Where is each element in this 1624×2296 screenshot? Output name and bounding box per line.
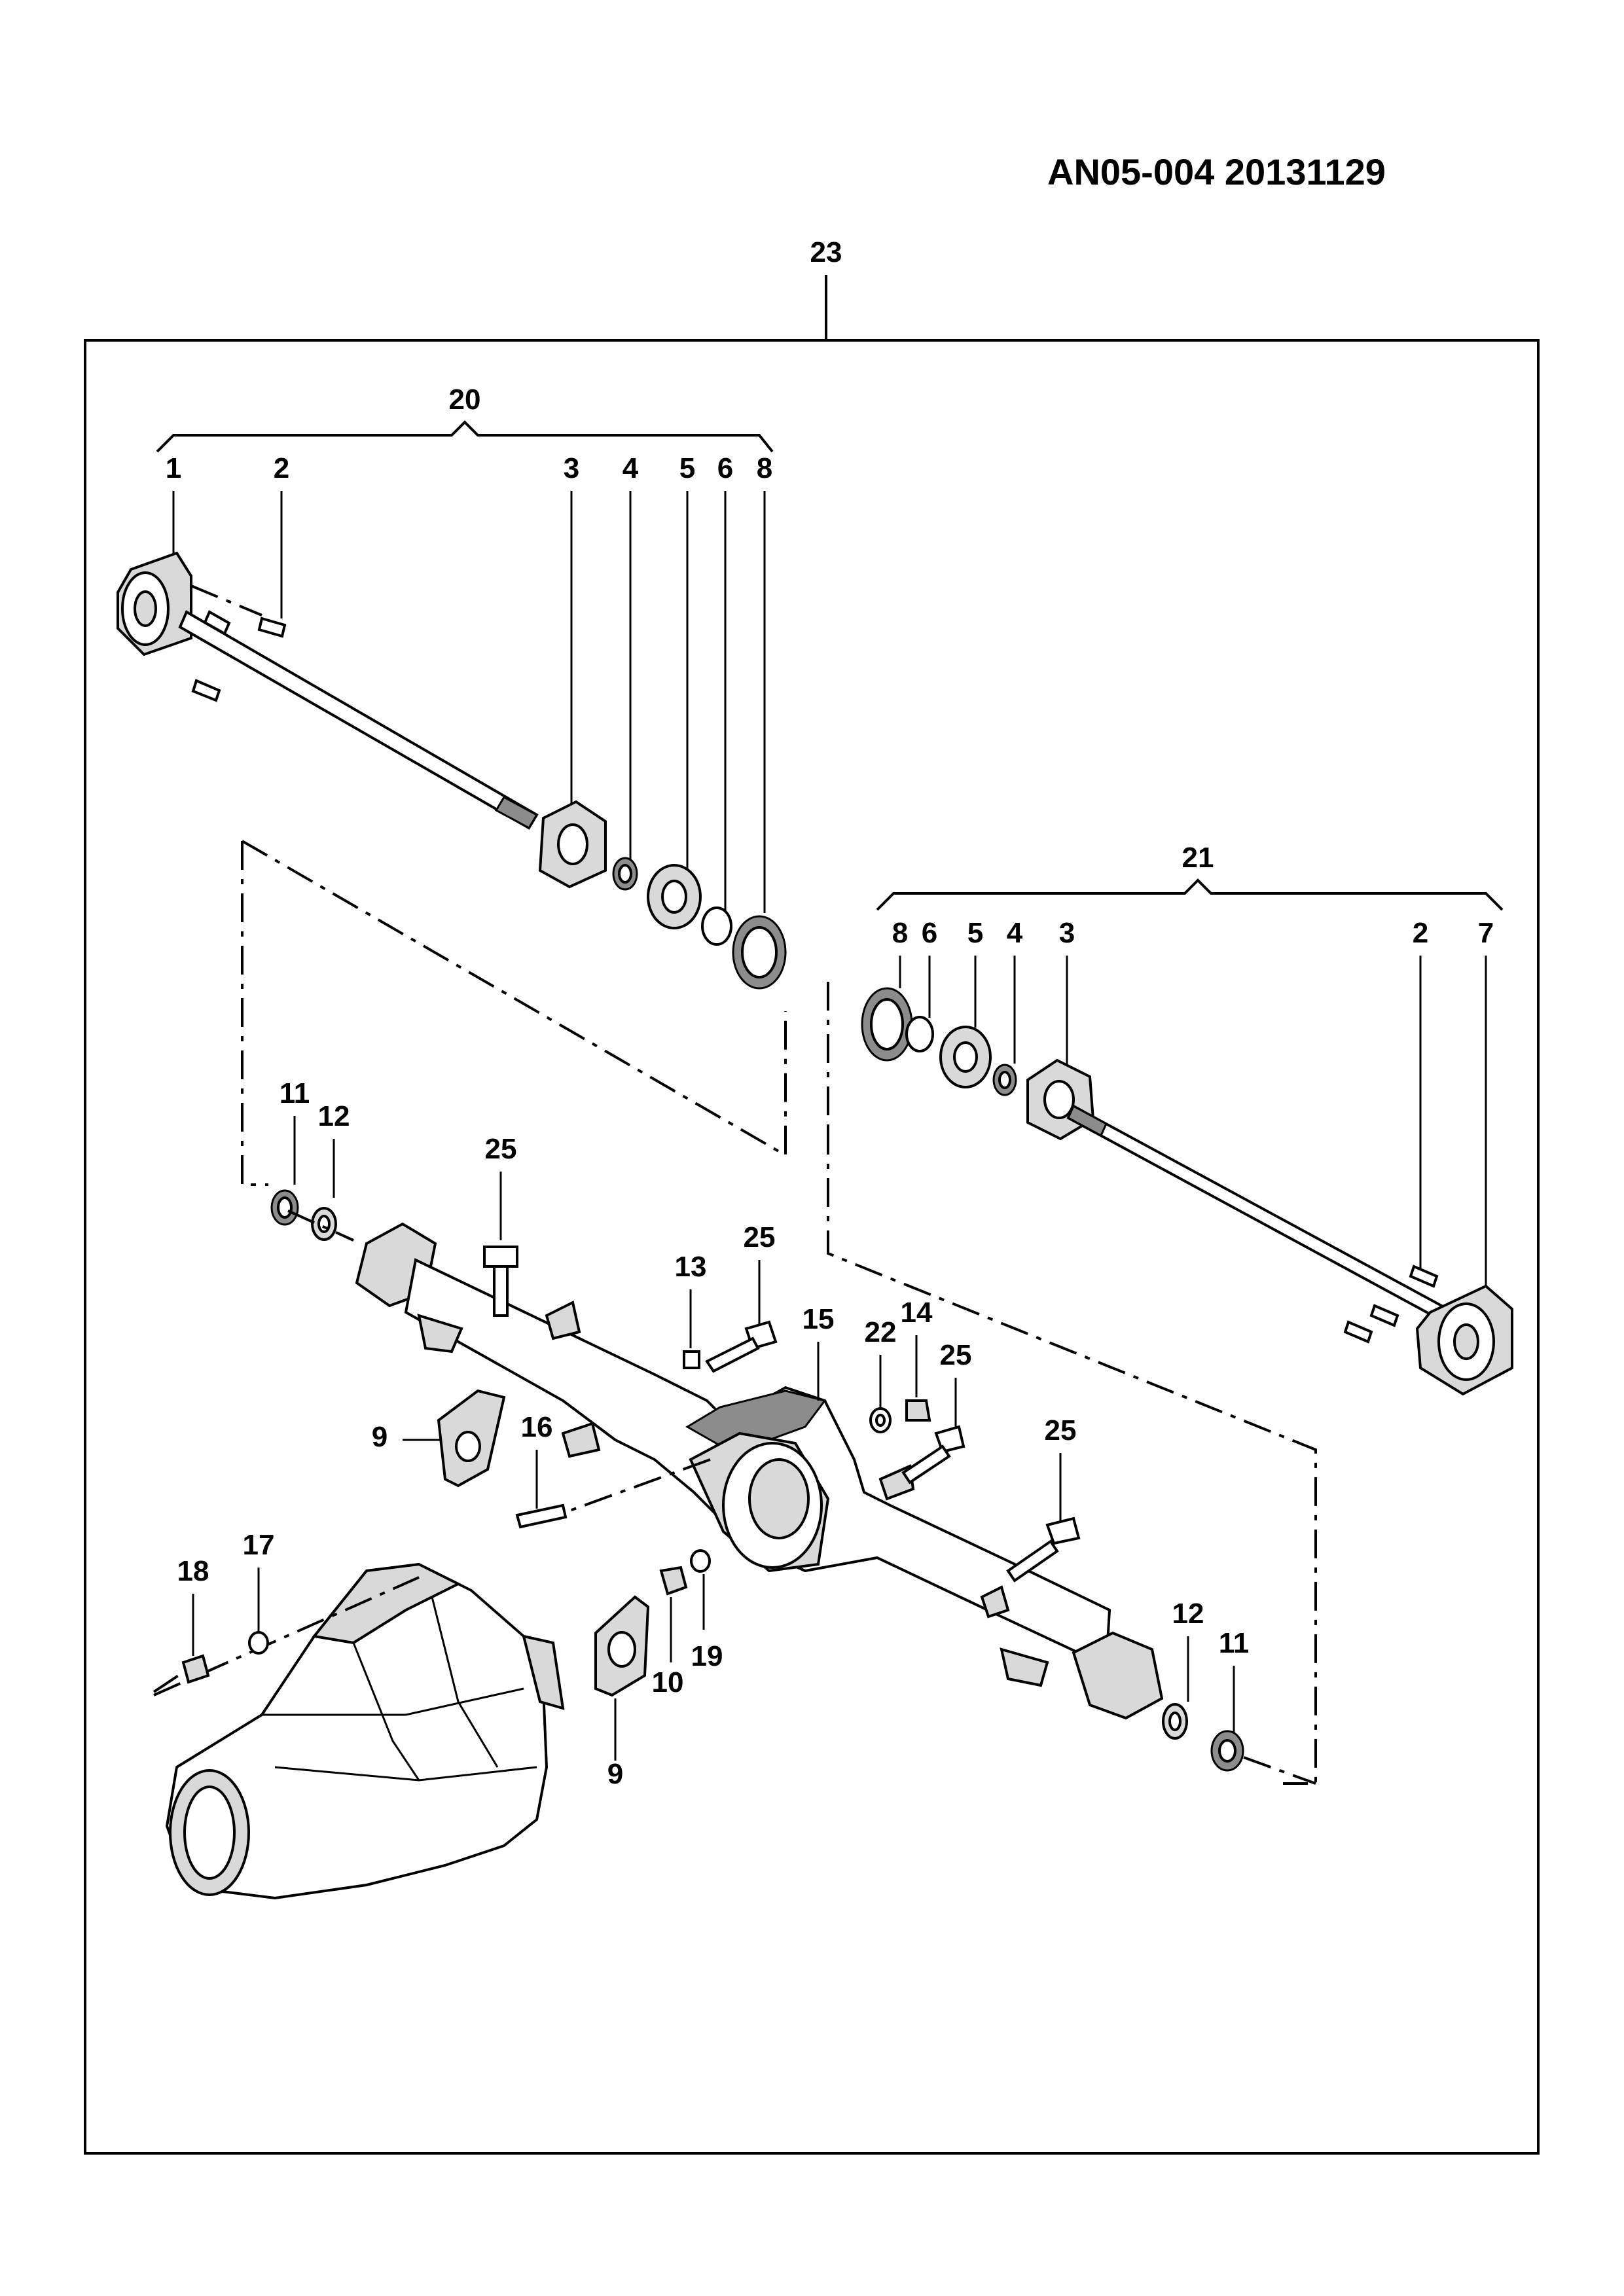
washer-19 — [690, 1549, 711, 1573]
label-21-6: 6 — [922, 917, 937, 949]
stud-16 — [515, 1503, 568, 1529]
label-20-5: 5 — [679, 452, 695, 484]
bolt-25-c — [901, 1425, 965, 1484]
label-21-7: 7 — [1478, 917, 1494, 949]
left-wheel-bolts — [191, 610, 287, 702]
label-20-2: 2 — [274, 452, 289, 484]
bolt-25-d — [1006, 1516, 1081, 1583]
axle-housing — [355, 1222, 1164, 1720]
label-21-8: 8 — [892, 917, 908, 949]
bracket-20 — [156, 420, 774, 453]
label-20-4: 4 — [623, 452, 639, 484]
left-abs-ring — [732, 915, 787, 990]
label-25-d: 25 — [1045, 1414, 1077, 1446]
label-17: 17 — [243, 1529, 275, 1561]
label-16: 16 — [521, 1411, 553, 1443]
label-25-c: 25 — [940, 1339, 972, 1371]
label-23: 23 — [810, 236, 842, 268]
left-bearing-retainer — [538, 800, 607, 889]
label-25-a: 25 — [485, 1133, 517, 1165]
label-13: 13 — [675, 1251, 707, 1283]
bracket-9-bottom — [594, 1595, 650, 1697]
vent-plug-13 — [683, 1350, 700, 1369]
plug-14 — [905, 1399, 931, 1422]
label-9-bottom: 9 — [607, 1758, 623, 1790]
left-gasket — [311, 1207, 337, 1241]
label-15: 15 — [803, 1303, 835, 1335]
label-20-8: 8 — [757, 452, 772, 484]
label-22: 22 — [865, 1316, 897, 1348]
right-bearing — [939, 1026, 992, 1088]
right-abs-ring — [861, 987, 913, 1062]
label-20: 20 — [449, 384, 481, 416]
washer-17 — [248, 1631, 269, 1655]
right-gasket — [1162, 1703, 1188, 1740]
left-collar — [701, 906, 732, 946]
right-seal — [992, 1064, 1017, 1096]
label-20-3: 3 — [564, 452, 579, 484]
label-11-right: 11 — [1219, 1627, 1250, 1659]
label-21-4: 4 — [1007, 917, 1023, 949]
label-20-1: 1 — [166, 452, 181, 484]
label-21-3: 3 — [1059, 917, 1075, 949]
label-11-left: 11 — [280, 1077, 310, 1109]
left-bearing — [647, 864, 702, 929]
label-20-6: 6 — [717, 452, 733, 484]
label-9-top: 9 — [372, 1421, 388, 1453]
label-18: 18 — [177, 1555, 209, 1587]
bracket-9-top — [437, 1389, 506, 1488]
bolt-25-b — [705, 1320, 778, 1373]
left-oil-seal — [270, 1189, 299, 1226]
document-code: AN05-004 20131129 — [1047, 151, 1386, 192]
label-14: 14 — [901, 1297, 933, 1329]
washer-22 — [869, 1407, 892, 1433]
nut-18 — [181, 1654, 210, 1684]
label-10: 10 — [652, 1666, 684, 1698]
bracket-21 — [876, 878, 1504, 911]
label-19: 19 — [691, 1640, 723, 1672]
label-12-left: 12 — [318, 1100, 350, 1132]
label-21-5: 5 — [967, 917, 983, 949]
assembly-frame — [84, 339, 1540, 2155]
right-oil-seal — [1210, 1730, 1244, 1772]
right-axle-shaft — [1066, 1104, 1513, 1396]
label-21-2: 2 — [1413, 917, 1428, 949]
label-12-right: 12 — [1172, 1598, 1204, 1630]
drain-plug-10 — [659, 1566, 688, 1596]
left-axle-shaft — [117, 551, 539, 830]
label-25-b: 25 — [744, 1221, 776, 1253]
breather-bolt-25 — [483, 1246, 518, 1317]
label-21: 21 — [1182, 842, 1214, 874]
differential-carrier — [165, 1562, 565, 1900]
right-wheel-bolts — [1343, 1265, 1439, 1344]
right-collar — [905, 1016, 934, 1052]
left-seal — [612, 857, 638, 891]
